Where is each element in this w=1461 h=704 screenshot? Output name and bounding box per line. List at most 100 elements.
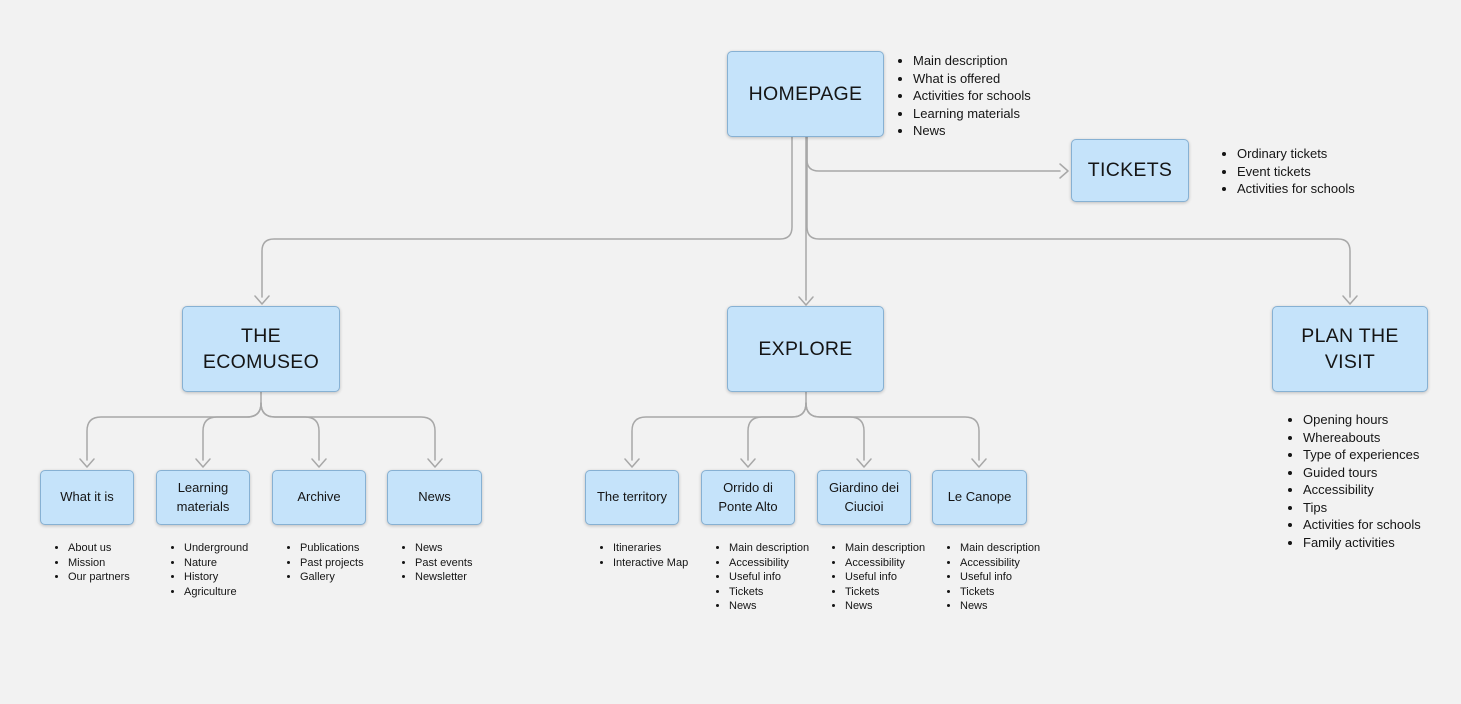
node-news[interactable]: News [387,470,482,525]
bullet-item: Agriculture [184,585,248,600]
arrowhead-archive [311,458,327,468]
bullet-item: Event tickets [1237,163,1355,181]
node-learning-materials[interactable]: Learning materials [156,470,250,525]
le-canope-bullets: Main descriptionAccessibilityUseful info… [945,541,1040,614]
bullet-item: Useful info [845,570,925,585]
bullet-item: Nature [184,556,248,571]
bullet-item: About us [68,541,130,556]
node-news-label: News [418,489,451,505]
bullet-item: What is offered [913,70,1031,88]
arrowhead-plan [1342,295,1358,305]
bullet-item: Accessibility [845,556,925,571]
node-ecomuseo-label: THE ECOMUSEO [202,324,320,373]
connector-ecomuseo-archive [260,402,320,461]
bullet-item: Activities for schools [913,87,1031,105]
connector-ecomuseo-whatitis [86,402,262,461]
arrowhead-learning [195,458,211,468]
connector-ecomuseo-learning [202,402,262,461]
bullet-item: Tickets [845,585,925,600]
arrowhead-news [427,458,443,468]
arrowhead-territory [624,458,640,468]
connector-explore-orrido [747,402,807,461]
bullet-item: Learning materials [913,105,1031,123]
bullet-item: Whereabouts [1303,429,1421,447]
bullet-item: News [960,599,1040,614]
node-le-canope-label: Le Canope [947,489,1012,505]
bullet-item: Gallery [300,570,364,585]
archive-bullets: PublicationsPast projectsGallery [285,541,364,585]
arrowhead-tickets [1059,163,1069,179]
bullet-item: Main description [845,541,925,556]
bullet-item: Publications [300,541,364,556]
bullet-item: Accessibility [1303,481,1421,499]
node-giardino-dei-ciucioi[interactable]: Giardino dei Ciucioi [817,470,911,525]
node-le-canope[interactable]: Le Canope [932,470,1027,525]
bullet-item: Type of experiences [1303,446,1421,464]
bullet-item: Main description [960,541,1040,556]
connector-homepage-ecomuseo [261,136,793,298]
arrowhead-ecomuseo [254,295,270,305]
node-explore[interactable]: EXPLORE [727,306,884,392]
connector-homepage-tickets [806,136,1061,172]
tickets-bullets: Ordinary ticketsEvent ticketsActivities … [1222,145,1355,198]
node-homepage[interactable]: HOMEPAGE [727,51,884,137]
what-it-is-bullets: About usMissionOur partners [53,541,130,585]
bullet-item: Mission [68,556,130,571]
arrowhead-whatitis [79,458,95,468]
arrowhead-explore [798,296,814,306]
bullet-item: News [913,122,1031,140]
node-archive[interactable]: Archive [272,470,366,525]
bullet-item: Useful info [960,570,1040,585]
node-orrido-di-ponte-alto[interactable]: Orrido di Ponte Alto [701,470,795,525]
node-homepage-label: HOMEPAGE [748,82,863,105]
bullet-item: Activities for schools [1237,180,1355,198]
bullet-item: Our partners [68,570,130,585]
connector-explore-giardino [805,402,865,461]
arrowhead-giardino [856,458,872,468]
bullet-item: Main description [729,541,809,556]
node-orrido-di-ponte-alto-label: Orrido di Ponte Alto [718,480,778,514]
bullet-item: Opening hours [1303,411,1421,429]
bullet-item: Newsletter [415,570,472,585]
node-archive-label: Archive [297,489,341,505]
bullet-item: Accessibility [729,556,809,571]
node-tickets-label: TICKETS [1087,159,1173,182]
orrido-di-ponte-alto-bullets: Main descriptionAccessibilityUseful info… [714,541,809,614]
node-the-territory-label: The territory [596,489,668,505]
arrowhead-canope [971,458,987,468]
node-plan-the-visit[interactable]: PLAN THE VISIT [1272,306,1428,392]
bullet-item: Itineraries [613,541,688,556]
plan-the-visit-bullets: Opening hoursWhereaboutsType of experien… [1288,411,1421,551]
node-ecomuseo[interactable]: THE ECOMUSEO [182,306,340,392]
node-learning-materials-label: Learning materials [176,480,230,514]
bullet-item: Tickets [960,585,1040,600]
bullet-item: Ordinary tickets [1237,145,1355,163]
node-the-territory[interactable]: The territory [585,470,679,525]
node-what-it-is[interactable]: What it is [40,470,134,525]
bullet-item: Guided tours [1303,464,1421,482]
bullet-item: Main description [913,52,1031,70]
node-what-it-is-label: What it is [60,489,114,505]
bullet-item: Family activities [1303,534,1421,552]
node-explore-label: EXPLORE [758,337,853,360]
node-plan-the-visit-label: PLAN THE VISIT [1301,324,1399,373]
arrowhead-orrido [740,458,756,468]
bullet-item: Useful info [729,570,809,585]
bullet-item: Interactive Map [613,556,688,571]
node-tickets[interactable]: TICKETS [1071,139,1189,202]
bullet-item: Tickets [729,585,809,600]
bullet-item: Tips [1303,499,1421,517]
giardino-dei-ciucioi-bullets: Main descriptionAccessibilityUseful info… [830,541,925,614]
bullet-item: News [415,541,472,556]
connector-ecomuseo-news [260,402,436,461]
bullet-item: Activities for schools [1303,516,1421,534]
bullet-item: Past events [415,556,472,571]
bullet-item: Past projects [300,556,364,571]
connector-homepage-plan [806,136,1351,298]
bullet-item: News [729,599,809,614]
the-territory-bullets: ItinerariesInteractive Map [598,541,688,570]
learning-materials-bullets: UndergroundNatureHistoryAgriculture [169,541,248,599]
news-bullets: NewsPast eventsNewsletter [400,541,472,585]
